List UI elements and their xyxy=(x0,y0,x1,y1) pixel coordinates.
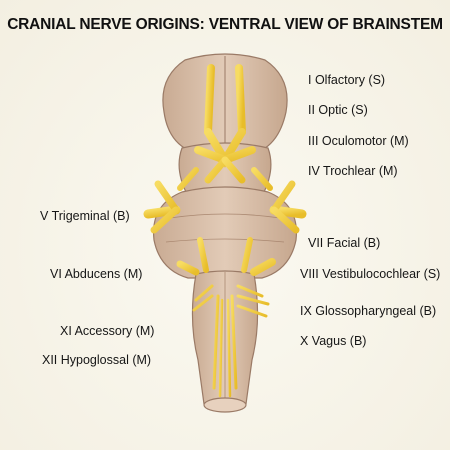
label-glossopharyngeal: IX Glossopharyngeal (B) xyxy=(300,304,436,318)
label-vestibulocochlear: VIII Vestibulocochlear (S) xyxy=(300,267,440,281)
label-abducens: VI Abducens (M) xyxy=(50,267,142,281)
label-trigeminal: V Trigeminal (B) xyxy=(40,209,130,223)
label-vagus: X Vagus (B) xyxy=(300,334,366,348)
label-olfactory: I Olfactory (S) xyxy=(308,73,385,87)
label-hypoglossal: XII Hypoglossal (M) xyxy=(42,353,151,367)
label-facial: VII Facial (B) xyxy=(308,236,380,250)
label-optic: II Optic (S) xyxy=(308,103,368,117)
label-trochlear: IV Trochlear (M) xyxy=(308,164,398,178)
brainstem xyxy=(154,54,297,412)
label-accessory: XI Accessory (M) xyxy=(60,324,154,338)
label-oculomotor: III Oculomotor (M) xyxy=(308,134,409,148)
